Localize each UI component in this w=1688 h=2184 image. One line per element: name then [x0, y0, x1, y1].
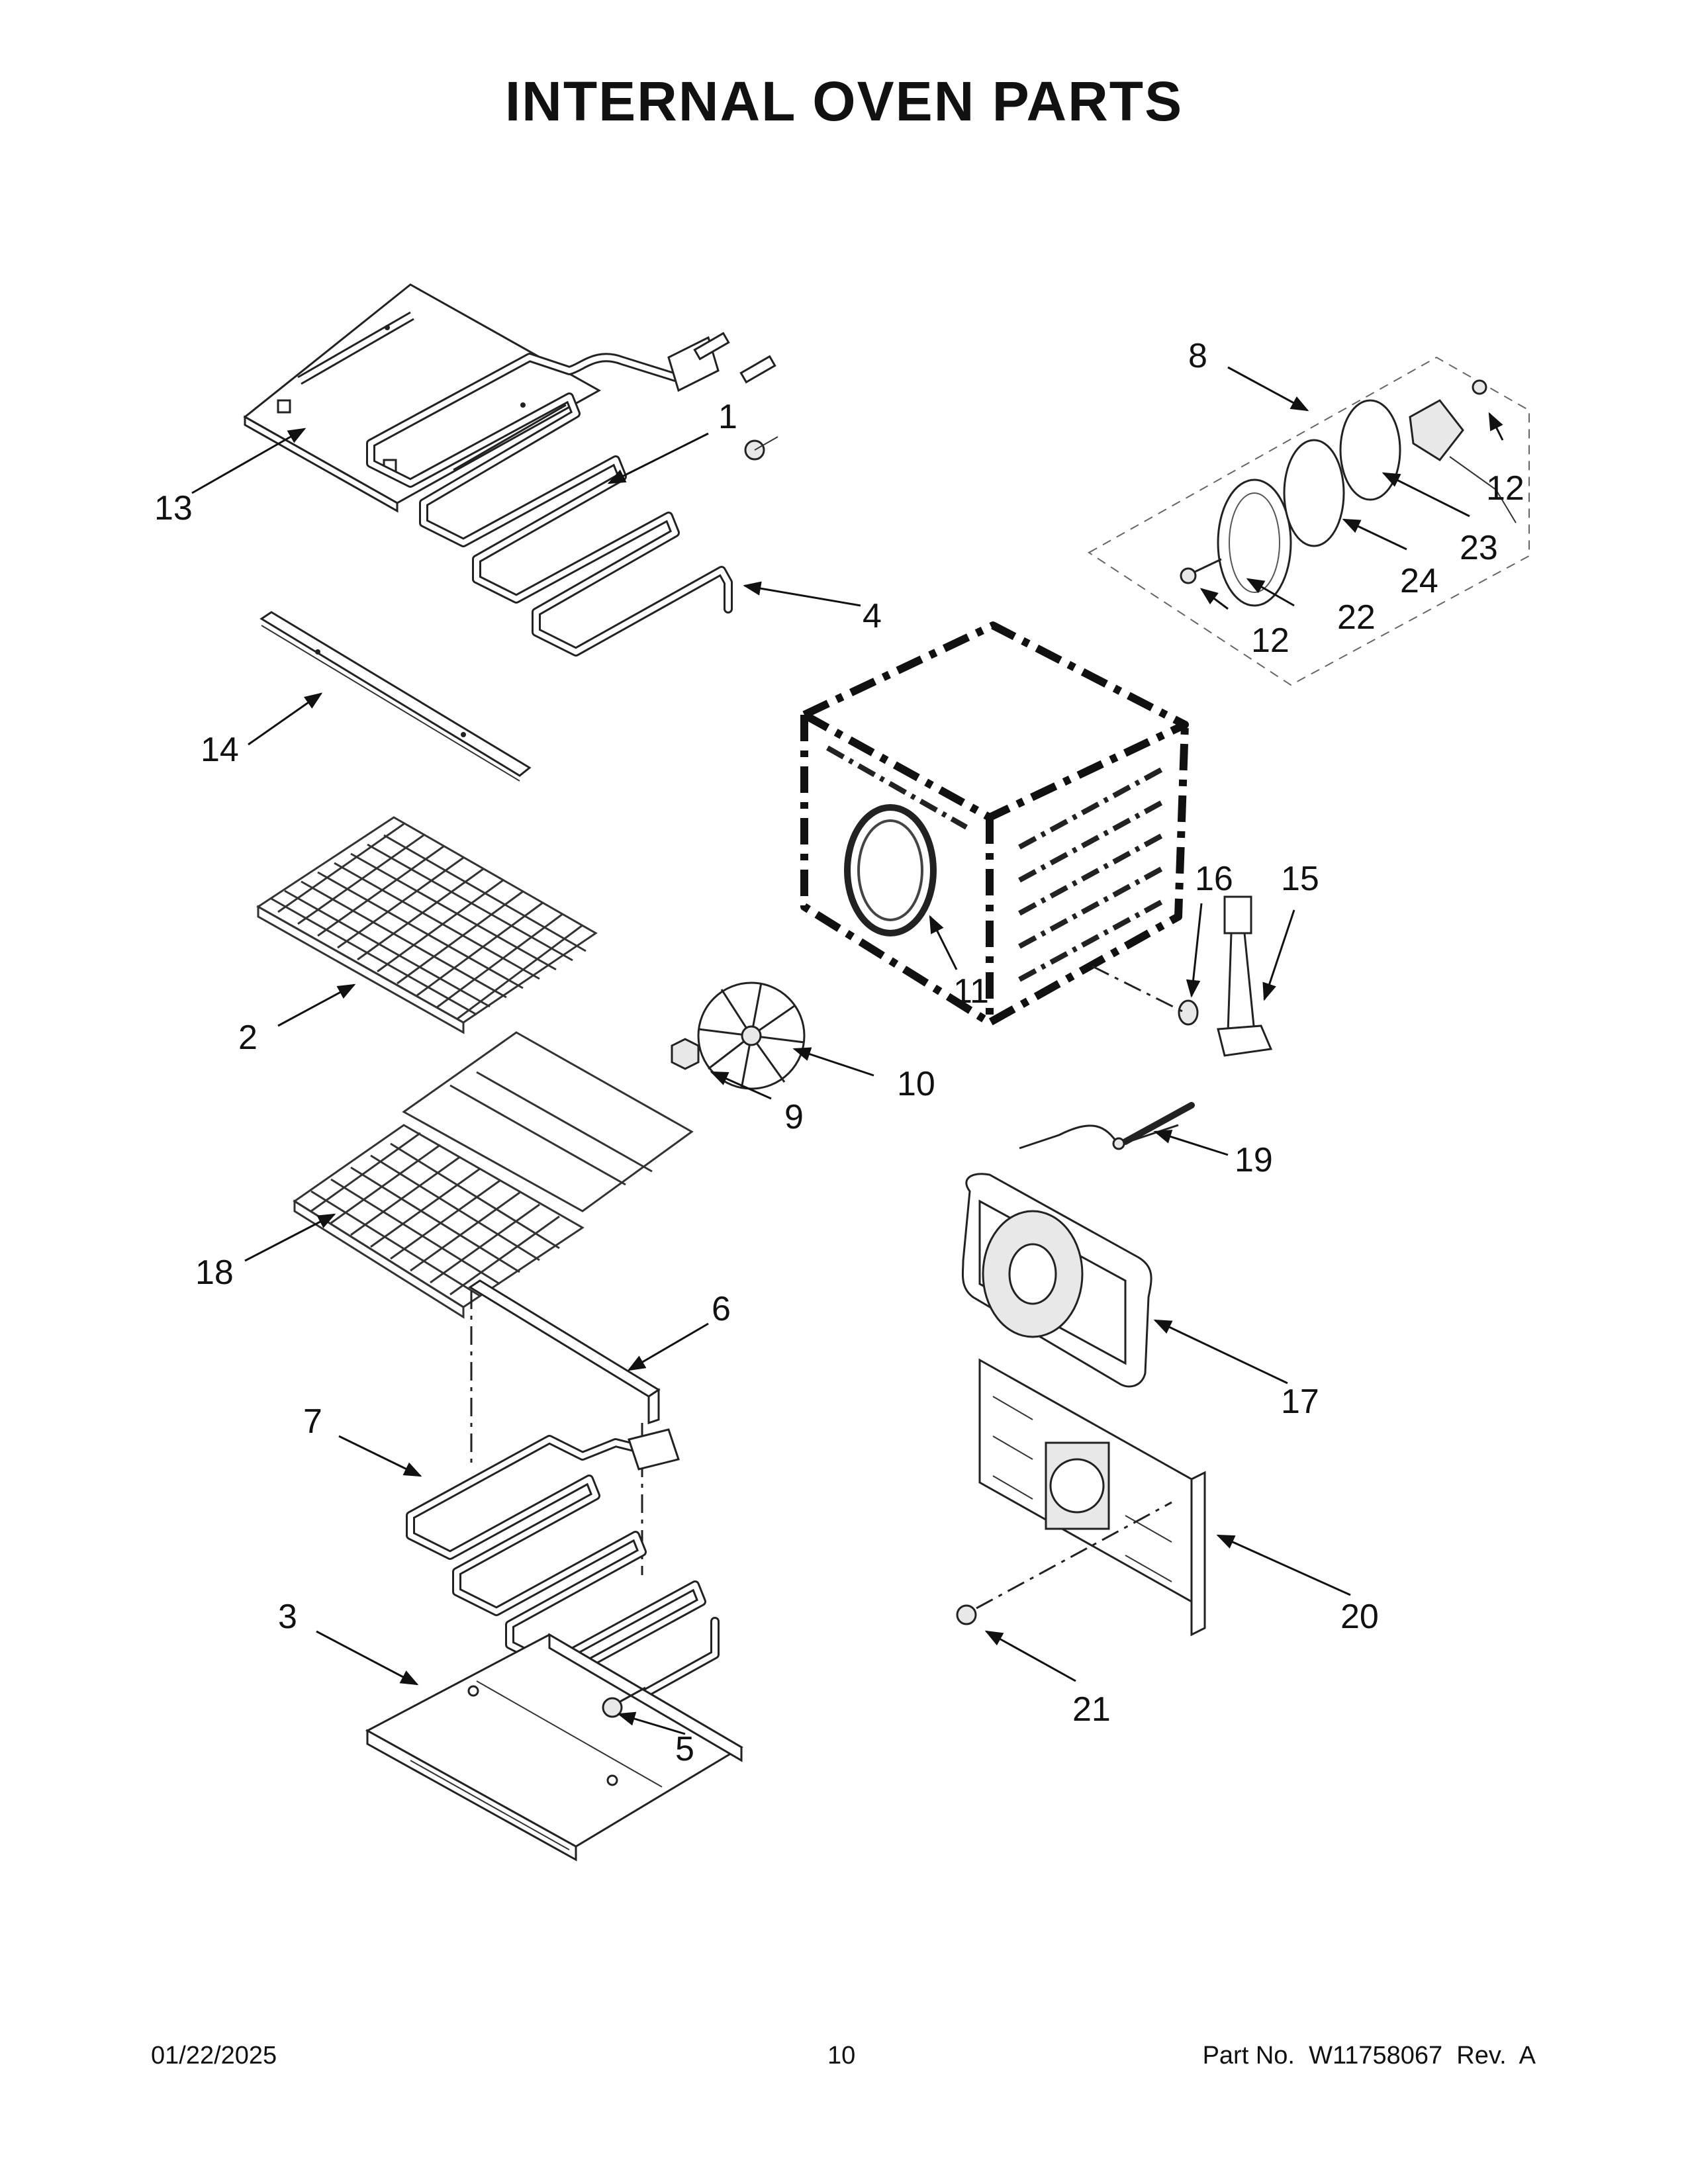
callout-20: 20: [1340, 1598, 1379, 1636]
callout-23: 23: [1460, 529, 1498, 567]
part-16-grommet: [1092, 965, 1199, 1026]
part-17-fan-cover: [961, 1173, 1152, 1388]
footer-page-number: 10: [827, 2042, 856, 2070]
callout-3: 3: [278, 1598, 297, 1636]
callout-6: 6: [712, 1290, 731, 1328]
callout-8: 8: [1188, 337, 1207, 375]
callout-19: 19: [1235, 1141, 1273, 1179]
part-9-nut: [671, 1038, 700, 1070]
footer-part-number: Part No. W11758067 Rev. A: [1202, 2042, 1536, 2070]
callout-24: 24: [1400, 562, 1438, 600]
part-18-rollout-rack: [293, 1031, 694, 1319]
part-8-convection-assembly: [1088, 356, 1530, 686]
part-21-screw: [956, 1501, 1172, 1625]
part-14-rail: [259, 611, 532, 782]
callout-1: 1: [718, 398, 737, 436]
part-1-broil-element: [366, 332, 778, 657]
callout-15: 15: [1281, 860, 1319, 898]
leader-arrows: [191, 366, 1504, 1735]
footer-date: 01/22/2025: [151, 2042, 277, 2070]
page-title: INTERNAL OVEN PARTS: [504, 70, 1184, 132]
callout-16: 16: [1195, 860, 1233, 898]
part-5-screw: [602, 1686, 646, 1718]
callout-18: 18: [195, 1253, 234, 1292]
callout-21: 21: [1072, 1690, 1111, 1729]
part-20-back-panel: [978, 1358, 1206, 1637]
part-2-oven-rack: [256, 816, 598, 1034]
part-3-bottom-panel: [365, 1633, 743, 1862]
callout-7: 7: [303, 1402, 322, 1441]
callout-9: 9: [784, 1098, 804, 1136]
callout-5: 5: [675, 1730, 694, 1768]
callout-labels: 13 1 4 14 2 18 6 7 3 5 8 11 10 9 16 15 1…: [154, 337, 1524, 1768]
callout-2: 2: [238, 1019, 258, 1057]
callout-22: 22: [1337, 598, 1376, 637]
callout-13: 13: [154, 489, 193, 527]
part-15-sensor: [1217, 895, 1273, 1057]
callout-10: 10: [897, 1065, 935, 1103]
callout-11: 11: [953, 972, 989, 1011]
callout-17: 17: [1281, 1383, 1319, 1421]
part-19-probe: [1019, 1102, 1195, 1150]
part-11-oven-cavity: [800, 621, 1189, 1026]
part-10-fan-blade: [697, 981, 806, 1090]
callout-14: 14: [201, 731, 239, 769]
callout-4: 4: [863, 597, 882, 635]
callout-12-lower: 12: [1251, 621, 1289, 660]
part-6-bracket: [468, 1279, 661, 1575]
callout-12-upper: 12: [1486, 469, 1524, 508]
